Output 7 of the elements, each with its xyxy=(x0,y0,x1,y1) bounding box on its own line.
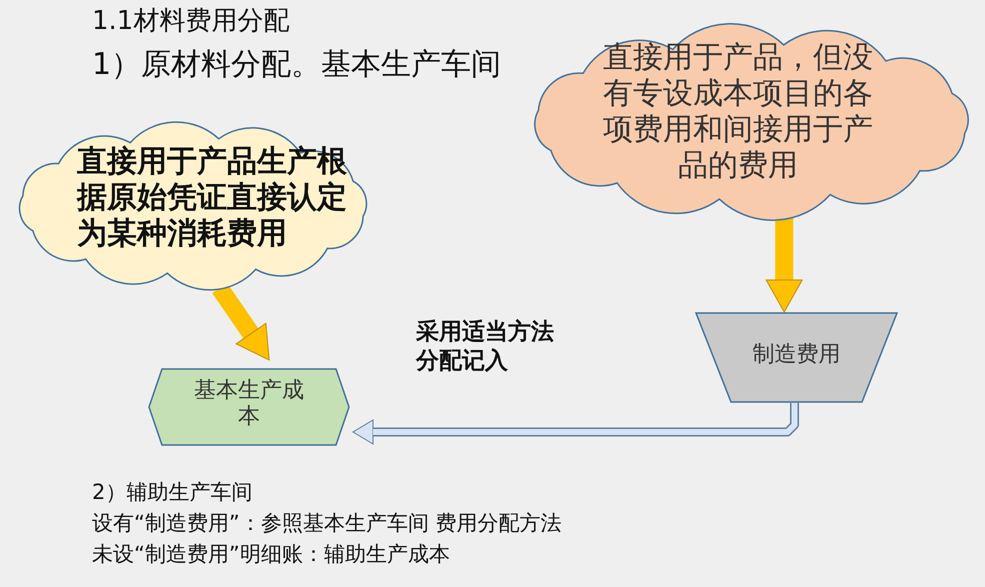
note-text: 未设“制造费用”明细账：辅助生产成本 xyxy=(92,541,450,568)
subheading: 1）原材料分配。基本生产车间 xyxy=(92,46,502,84)
trapezoid-box: 制造费用 xyxy=(695,312,898,403)
note-text: 设有“制造费用”：参照基本生产车间 费用分配方法 xyxy=(92,510,562,537)
title: 1.1材料费用分配 xyxy=(92,5,290,38)
hexagon-box: 基本生产成本 xyxy=(148,368,350,446)
note-text: 2）辅助生产车间 xyxy=(92,479,252,506)
